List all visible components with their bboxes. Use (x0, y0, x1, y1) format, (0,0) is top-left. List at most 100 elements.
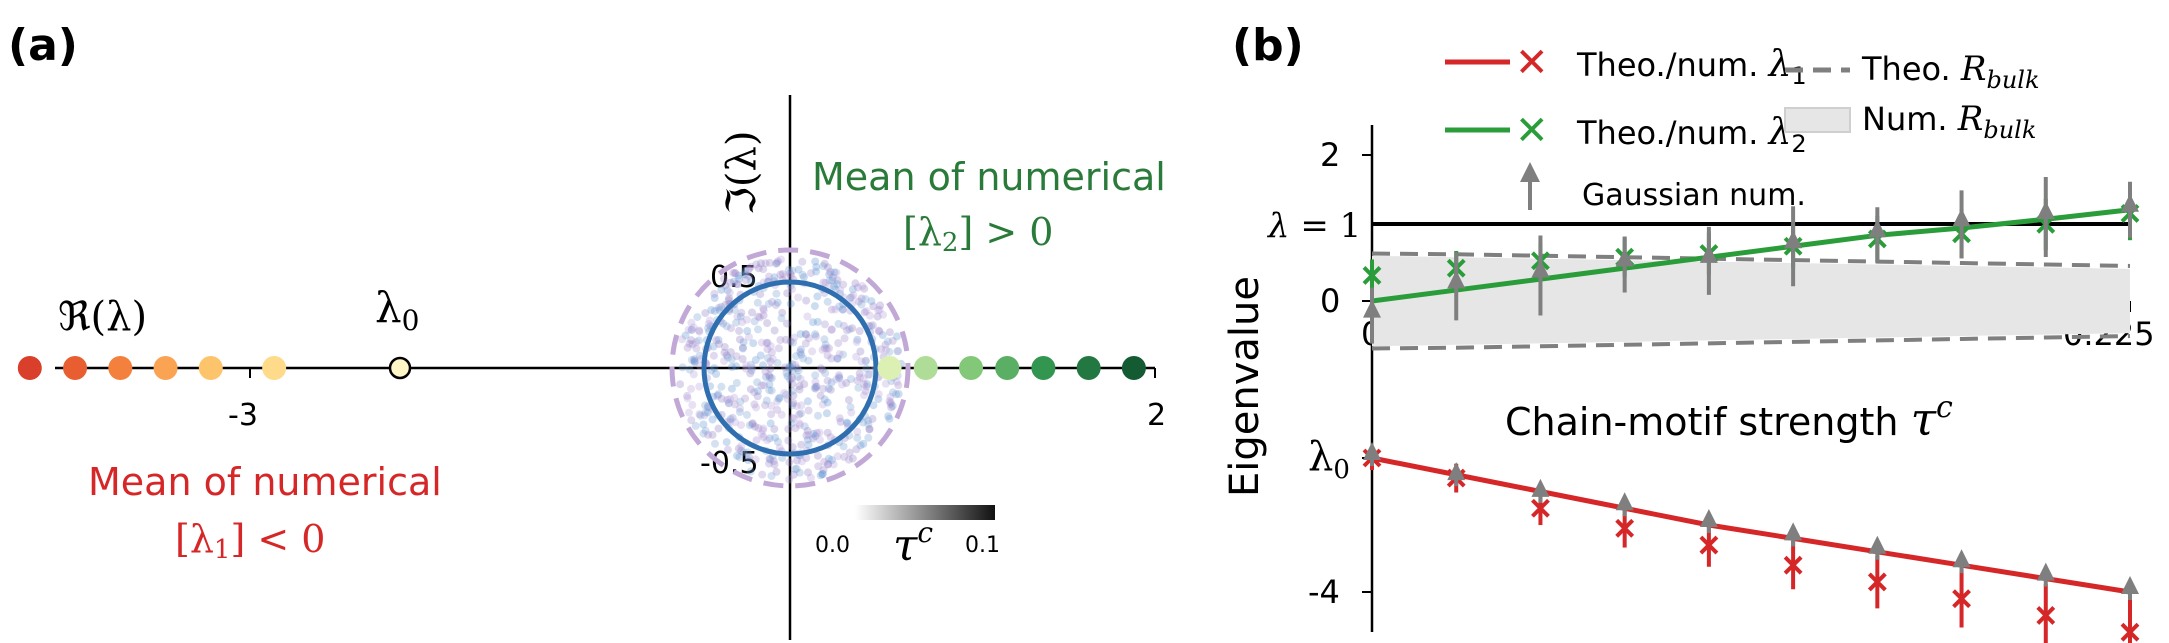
bulk-point (809, 434, 817, 443)
legend-theo-rbulk-label: Theo. Rbulk (1861, 49, 2040, 94)
bulk-point (839, 280, 848, 289)
bulk-point (745, 333, 753, 342)
bulk-point (745, 453, 754, 462)
bulk-point (811, 371, 820, 380)
bulk-point (746, 385, 755, 394)
bulk-point (688, 340, 697, 349)
gaussian-lower-marker (1447, 462, 1466, 487)
bulk-point (765, 434, 774, 443)
bulk-point (869, 302, 878, 311)
bulk-point (865, 311, 874, 320)
bulk-point (735, 453, 744, 462)
bulk-point (765, 272, 773, 281)
bulk-point (715, 340, 723, 349)
bulk-point (791, 360, 800, 369)
bulk-point (701, 401, 710, 410)
bulk-point (761, 401, 770, 410)
bulk-point (749, 339, 758, 348)
bulk-point (804, 406, 813, 415)
bulk-point (722, 351, 731, 360)
bulk-point (767, 401, 776, 410)
bulk-point (714, 424, 723, 433)
bulk-point (830, 268, 839, 277)
bulk-point (793, 372, 802, 381)
bulk-point (699, 429, 708, 438)
bulk-point (874, 326, 883, 335)
lambda1-point (17, 356, 42, 380)
bulk-point (766, 419, 775, 428)
bulk-point (732, 352, 741, 361)
bulk-point (773, 298, 782, 307)
bulk-point (758, 470, 767, 479)
bulk-point (808, 347, 817, 356)
bulk-point (811, 257, 820, 266)
bulk-point (826, 433, 835, 442)
bulk-point (845, 448, 854, 457)
bulk-point (852, 352, 861, 361)
bulk-point (834, 319, 843, 328)
lambda1-num-marker (1615, 518, 1635, 538)
bulk-point (798, 270, 807, 279)
bulk-point (893, 347, 902, 356)
bulk-point (797, 401, 806, 410)
bulk-point (739, 338, 748, 347)
a-xlabel: ℜ(λ) (58, 294, 147, 340)
bulk-point (753, 392, 762, 401)
bulk-point (717, 285, 726, 294)
bulk-point (825, 270, 834, 279)
bulk-point (742, 270, 750, 279)
bulk-point (725, 288, 734, 297)
bulk-point (809, 318, 817, 327)
lambda2-point (913, 356, 938, 380)
bulk-point (819, 278, 828, 287)
bulk-point (842, 379, 851, 387)
bulk-point (735, 274, 744, 283)
bulk-point (827, 354, 836, 363)
bulk-point (752, 403, 761, 412)
bulk-point (731, 418, 740, 427)
theo-rbulk-upper (1371, 251, 2131, 268)
bulk-point (787, 419, 796, 428)
bulk-point (724, 399, 733, 408)
bulk-point (742, 315, 751, 324)
bulk-point (728, 363, 736, 371)
bulk-point (743, 327, 752, 335)
bulk-point (822, 409, 831, 418)
bulk-point (738, 318, 746, 327)
bulk-point (828, 276, 837, 285)
legend-l1-label: Theo./num. λ1 (1576, 44, 1807, 90)
bulk-point (746, 467, 755, 476)
bulk-point (778, 308, 787, 317)
bulk-point (726, 395, 734, 404)
bulk-point (692, 338, 701, 347)
bulk-point (794, 366, 803, 375)
bulk-point (789, 338, 798, 347)
bulk-point (767, 410, 776, 419)
bulk-point (778, 270, 787, 278)
bulk-point (745, 421, 754, 430)
bulk-point (724, 296, 733, 305)
bulk-point (687, 325, 696, 334)
bulk-point (701, 309, 710, 318)
legend-l1-mark: ✕ (1515, 40, 1549, 86)
a-xtick-label-minus3: -3 (228, 398, 258, 433)
bulk-point (766, 455, 775, 464)
bulk-point (733, 312, 742, 321)
bulk-point (759, 311, 768, 320)
bulk-point (687, 318, 696, 327)
b-ytick-label-2: 2 (1320, 136, 1340, 174)
bulk-point (785, 458, 794, 467)
bulk-point (822, 344, 831, 353)
bulk-point (797, 457, 806, 466)
bulk-point (753, 387, 762, 396)
bulk-point (782, 369, 791, 378)
bulk-point (767, 472, 776, 480)
bulk-point (832, 280, 841, 289)
bulk-point (768, 297, 777, 306)
bulk-point (725, 294, 734, 303)
bulk-point (793, 456, 801, 465)
bulk-point (792, 402, 801, 411)
bulk-point (759, 304, 768, 313)
bulk-point (823, 428, 832, 437)
bulk-point (876, 301, 885, 310)
